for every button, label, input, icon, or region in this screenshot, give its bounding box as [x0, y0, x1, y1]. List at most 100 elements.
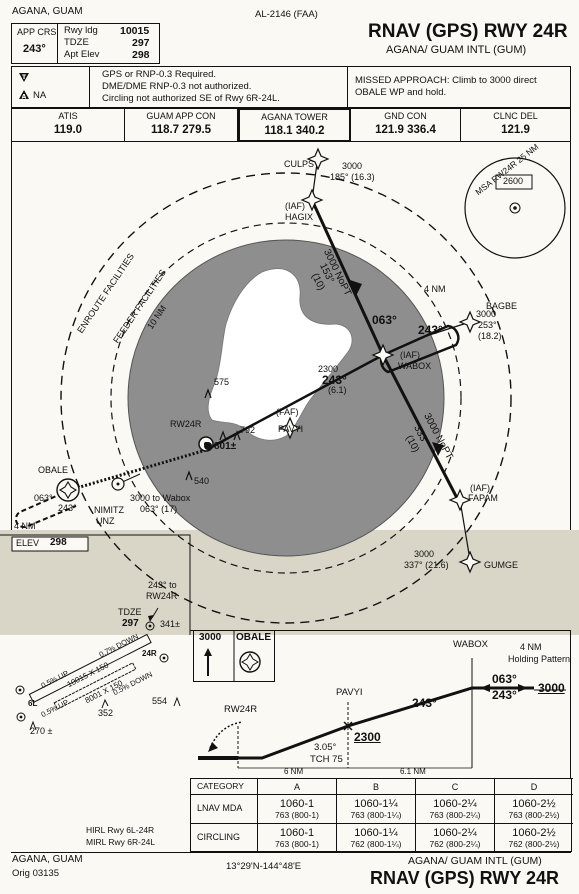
missed-approach-line-1: MISSED APPROACH: Climb to 3000 direct [355, 75, 537, 86]
lnav-b-small: 763 (800-1¼) [350, 810, 402, 820]
gumge-crs: 337° (21.6) [404, 560, 449, 570]
freq-ground-value: 121.9 336.4 [375, 124, 436, 136]
airport-sketch [15, 607, 181, 731]
sketch-lights-1: HIRL Rwy 6L-24R [86, 825, 155, 835]
obale-out: 243° [58, 503, 77, 513]
to-wabox-crs: 063° (17) [140, 504, 178, 514]
rwy-ldg-value: 10015 [120, 25, 150, 37]
msa-alt: 2600 [503, 176, 524, 186]
obst-540: 540 [194, 476, 210, 486]
circ-a-big: 1060-1 [279, 827, 315, 839]
sketch-lights-2: MIRL Rwy 6R-24L [86, 837, 156, 847]
bagbe-alt: 3000 [476, 309, 497, 319]
header-location: AGANA, GUAM [12, 6, 83, 17]
note-line-2: DME/DME RNP-0.3 not authorized. [102, 81, 252, 92]
fapam-label: FAPAM [468, 493, 498, 503]
obst-575: 575 [214, 377, 230, 387]
bottom-rule [11, 852, 571, 853]
four-nm-left: 4 NM [14, 521, 36, 531]
lnav-c-big: 1060-2¼ [433, 798, 477, 810]
category-label: CATEGORY [197, 781, 244, 791]
lnav-label: LNAV MDA [197, 803, 243, 813]
sketch-rwy-24r: 24R [142, 649, 157, 658]
circ-c-small: 762 (800-2¼) [429, 839, 481, 849]
to-wabox: 3000 to Wabox [130, 493, 191, 503]
profile-faf-alt: 2300 [354, 730, 381, 744]
lnav-a-big: 1060-1 [279, 798, 315, 810]
notes-icon-col: T A NA [12, 67, 90, 107]
profile-graphics [198, 630, 566, 769]
bagbe-dist: (18.2) [478, 331, 502, 341]
cat-c-label: C [451, 782, 459, 792]
cat-b-label: B [372, 782, 379, 792]
sketch-obst-352: 352 [98, 708, 114, 718]
lnav-b-big: 1060-1¼ [354, 798, 398, 810]
final-crs: 243° [322, 373, 347, 387]
freq-tower: AGANA TOWER 118.1 340.2 [238, 108, 351, 142]
obale-label: OBALE [38, 465, 69, 475]
frequency-box: ATIS 119.0 GUAM APP CON 118.7 279.5 AGAN… [11, 108, 571, 142]
cat-c: C [415, 779, 494, 794]
pavyi-label: PAVYI [278, 424, 304, 434]
lnav-a-small: 763 (800-1) [275, 810, 319, 820]
alternate-minimums-icon: T [19, 73, 29, 82]
culps-label: CULPS [284, 159, 315, 169]
four-nm-label: 4 NM [424, 284, 446, 294]
sketch-rwy-6l: 6L [28, 699, 38, 708]
profile-hold-in: 063° [492, 672, 517, 686]
profile-crs: 243° [412, 696, 437, 710]
runway-data-box: Rwy ldg 10015 TDZE 297 Apt Elev 298 [57, 23, 160, 64]
profile-rw24r: RW24R [224, 704, 258, 715]
profile-gs: 3.05° [314, 742, 337, 753]
obst-792: 792 [240, 425, 256, 435]
svg-text:T: T [22, 74, 27, 81]
profile-tch: TCH 75 [310, 754, 343, 765]
sketch-to-rw2: RW24R [146, 591, 178, 601]
profile-hold-out: 243° [492, 688, 517, 702]
hold-inbound-crs: 063° [372, 313, 397, 327]
freq-clearance: CLNC DEL 121.9 [461, 109, 570, 141]
chart-header: AGANA, GUAM AL-2146 (FAA) RNAV (GPS) RWY… [0, 0, 579, 68]
obst-801: 801± [214, 441, 237, 452]
wabox-iaf: (IAF) [400, 350, 420, 360]
app-crs-box: APP CRS 243° [11, 23, 58, 64]
nimitz-label: NIMITZ [94, 505, 124, 515]
sketch-obst-341: 341± [160, 619, 180, 629]
sketch-tdze-label: TDZE [118, 607, 142, 617]
lnav-d-big: 1060-2½ [512, 798, 556, 810]
hagix-label: HAGIX [285, 212, 314, 222]
cat-d-label: D [530, 782, 538, 792]
profile-wabox: WABOX [453, 639, 489, 650]
circ-a-small: 763 (800-1) [275, 839, 319, 849]
hold-outbound-crs: 243° [418, 323, 443, 337]
cat-a-label: A [293, 782, 300, 792]
profile-dist-2: 6.1 NM [400, 767, 426, 776]
app-crs-value: 243° [23, 43, 46, 55]
app-crs-label: APP CRS [17, 27, 57, 37]
sketch-tdze-value: 297 [122, 618, 139, 629]
circ-c-big: 1060-2¼ [433, 827, 477, 839]
freq-atis-label: ATIS [58, 111, 78, 121]
elev-value: 298 [50, 537, 67, 548]
footer-orig: Orig 03135 [12, 868, 60, 879]
svg-text:A: A [22, 94, 27, 101]
profile-ma-alt: 3000 [199, 632, 222, 643]
freq-clearance-value: 121.9 [501, 124, 530, 136]
cat-d: D [494, 779, 573, 794]
tdze-value: 297 [132, 37, 150, 49]
circ-b-big: 1060-1¼ [354, 827, 398, 839]
header-airport: AGANA/ GUAM INTL (GUM) [386, 44, 527, 56]
profile-dist-1: 6 NM [284, 767, 304, 776]
plan-view [11, 142, 571, 530]
missed-approach-line-2: OBALE WP and hold. [355, 87, 447, 98]
freq-approach: GUAM APP CON 118.7 279.5 [125, 109, 238, 141]
sketch-obst-270: 270 ± [30, 726, 53, 736]
